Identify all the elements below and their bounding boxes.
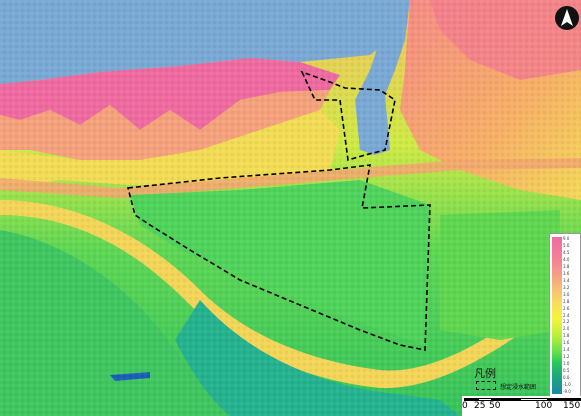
colorbar-tick-label: 4.0: [563, 256, 570, 262]
colorbar-ramp: [552, 237, 562, 394]
scale-bar: 0 25 50 100 150: [462, 396, 581, 416]
colorbar-tick-label: -1.0: [563, 382, 571, 388]
colorbar-tick-label: 2.2: [563, 319, 570, 325]
colorbar-tick-label: 2.0: [563, 326, 570, 332]
colorbar-tick-label: 9.0: [563, 236, 570, 241]
colorbar-tick-label: 4.5: [563, 249, 570, 255]
inundation-boundary: [126, 70, 431, 351]
north-arrow-icon: [561, 9, 573, 26]
colorbar-tick-label: 1.0: [563, 361, 570, 367]
colorbar-tick-label: 3.4: [563, 277, 570, 283]
scale-label-150: 150: [563, 401, 581, 411]
colorbar-tick-label: 2.4: [563, 312, 570, 318]
colorbar-tick-label: 3.6: [563, 270, 570, 276]
scale-label-50: 50: [489, 401, 501, 411]
colorbar-tick-label: 2.6: [563, 305, 570, 311]
colorbar-tick-label: 0.0: [563, 375, 570, 381]
scale-label-0: 0: [462, 401, 468, 411]
colorbar-tick-label: 1.4: [563, 347, 570, 353]
colorbar-tick-label: 1.6: [563, 340, 570, 346]
legend-inundation-swatch: [476, 381, 496, 390]
north-arrow: [555, 6, 579, 30]
scale-label-25: 25: [474, 401, 486, 411]
colorbar-tick-label: 3.2: [563, 284, 570, 290]
colorbar-tick-label: 5.0: [563, 242, 570, 248]
legend-inundation-label: 想定浸水範囲: [500, 384, 537, 391]
scale-label-100: 100: [535, 401, 553, 411]
colorbar-tick-label: -9.0: [563, 389, 571, 394]
colorbar-tick-label: 1.8: [563, 333, 570, 339]
colorbar-tick-label: 3.8: [563, 263, 570, 269]
colorbar-tick-label: 1.2: [563, 354, 570, 360]
colorbar-tick-label: 3.0: [563, 291, 570, 297]
legend-title: 凡例: [474, 367, 496, 380]
colorbar-tick-label: 2.8: [563, 298, 570, 304]
colorbar-tick-label: 0.5: [563, 368, 570, 374]
